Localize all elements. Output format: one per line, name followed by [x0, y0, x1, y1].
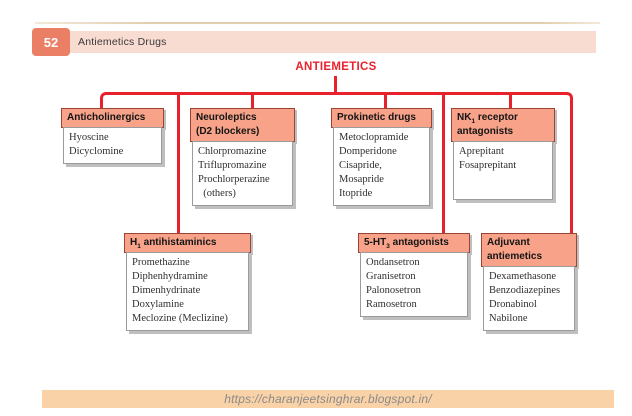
drug-box-header: Neuroleptics(D2 blockers) [190, 108, 295, 142]
connector-left-corner [100, 92, 112, 115]
diagram-title: ANTIEMETICS [295, 61, 377, 73]
drug-item: Itopride [339, 188, 373, 199]
drug-item: Chlorpromazine [198, 146, 267, 157]
drug-item: Prochlorperazine [198, 174, 270, 185]
drug-item: Diphenhydramine [132, 271, 208, 282]
drug-item: Hyoscine [69, 132, 109, 143]
drug-item: Doxylamine [132, 299, 184, 310]
connector-drop-5ht3 [442, 93, 445, 237]
drug-box-header: H1 antihistaminics [124, 233, 251, 253]
footer-url-link[interactable]: https://charanjeetsinghrar.blogspot.in/ [224, 392, 432, 406]
connector-drop-prokinetic [384, 93, 387, 115]
drug-item: Ondansetron [366, 257, 420, 268]
drug-item: Fosaprepitant [459, 160, 517, 171]
drug-item: Meclozine (Meclizine) [132, 313, 228, 324]
drug-item: Benzodiazepines [489, 285, 561, 296]
chapter-banner: 52 Antiemetics Drugs [32, 28, 596, 56]
footer-url-banner: https://charanjeetsinghrar.blogspot.in/ [42, 390, 614, 408]
connector-drop-neuroleptics [251, 93, 254, 115]
drug-item: (others) [198, 188, 236, 199]
drug-item: Granisetron [366, 271, 416, 282]
drug-item: Mosapride [339, 174, 384, 185]
drug-item: Dronabinol [489, 299, 537, 310]
connector-horizontal [108, 92, 564, 95]
connector-drop-nk1 [509, 93, 512, 115]
drug-box-header: Prokinetic drugs [331, 108, 432, 128]
drug-item: Dimenhydrinate [132, 285, 201, 296]
drug-item: Promethazine [132, 257, 190, 268]
drug-item: Triflupromazine [198, 160, 267, 171]
page-top-rule [35, 22, 600, 24]
drug-item: Domperidone [339, 146, 397, 157]
drug-item: Cisapride, [339, 160, 382, 171]
drug-item: Dicyclomine [69, 146, 124, 157]
drug-box-header: Anticholinergics [61, 108, 164, 128]
drug-item: Palonosetron [366, 285, 421, 296]
connector-stem [334, 76, 337, 93]
drug-item: Aprepitant [459, 146, 504, 157]
connector-drop-h1 [177, 93, 180, 237]
drug-box-header: 5-HT3 antagonists [358, 233, 470, 253]
drug-item: Metoclopramide [339, 132, 409, 143]
chapter-number-badge: 52 [32, 28, 70, 56]
drug-item: Nabilone [489, 313, 528, 324]
drug-item: Dexamethasone [489, 271, 557, 282]
drug-item: Ramosetron [366, 299, 417, 310]
connector-right-corner [561, 92, 573, 240]
chapter-title: Antiemetics Drugs [78, 36, 167, 48]
